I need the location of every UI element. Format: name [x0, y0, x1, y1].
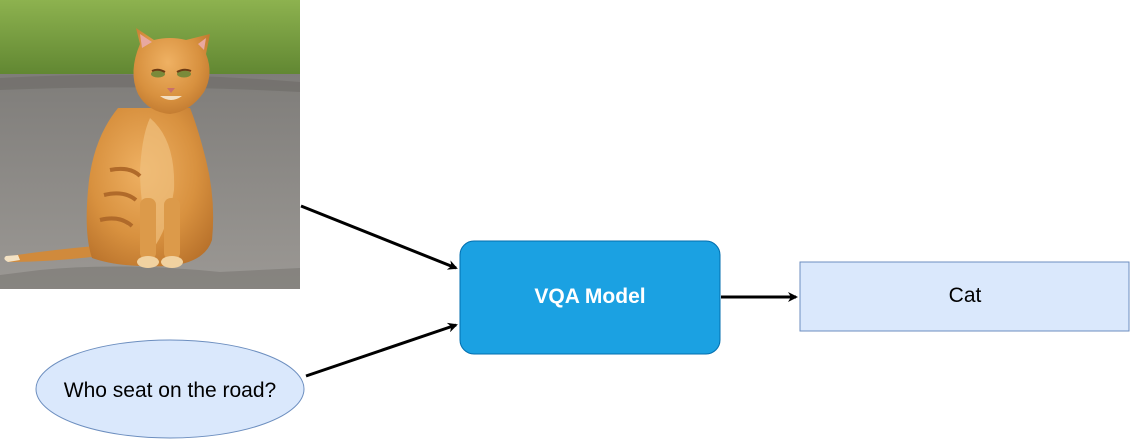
edge-image-to-model: [300, 204, 458, 270]
cat-muzzle: [160, 96, 182, 100]
cat-front-leg: [164, 198, 180, 260]
cat-stripe: [99, 216, 134, 228]
edge-question-to-model: [305, 322, 458, 378]
cat-head: [133, 28, 210, 114]
cat-paw: [137, 256, 159, 268]
cat-eye: [151, 70, 165, 78]
question-text: Who seat on the road?: [64, 379, 276, 402]
model-label: VQA Model: [534, 285, 645, 308]
cat-front-leg: [140, 198, 156, 260]
question-node: Who seat on the road?: [35, 339, 305, 439]
model-box: [459, 240, 721, 355]
answer-box: [799, 261, 1130, 332]
answer-text: Cat: [949, 284, 982, 307]
cat-paw: [161, 256, 183, 268]
cat-figure: [4, 28, 214, 268]
cat-brow: [176, 68, 192, 73]
cat-tail: [6, 246, 100, 262]
cat-stripe: [109, 166, 142, 178]
answer-node: Cat: [799, 261, 1130, 332]
cat-tail-tip: [4, 255, 21, 262]
cat-ear-inner: [198, 38, 206, 50]
cat-nose: [167, 88, 175, 93]
cat-brow: [151, 68, 166, 73]
cat-stripe: [103, 191, 138, 202]
road-shadow: [0, 266, 300, 289]
question-ellipse: [35, 339, 305, 439]
input-cat-image: [0, 0, 300, 289]
cat-eye: [177, 70, 191, 78]
cat-ear-inner: [140, 34, 152, 48]
model-node: VQA Model: [459, 240, 721, 355]
